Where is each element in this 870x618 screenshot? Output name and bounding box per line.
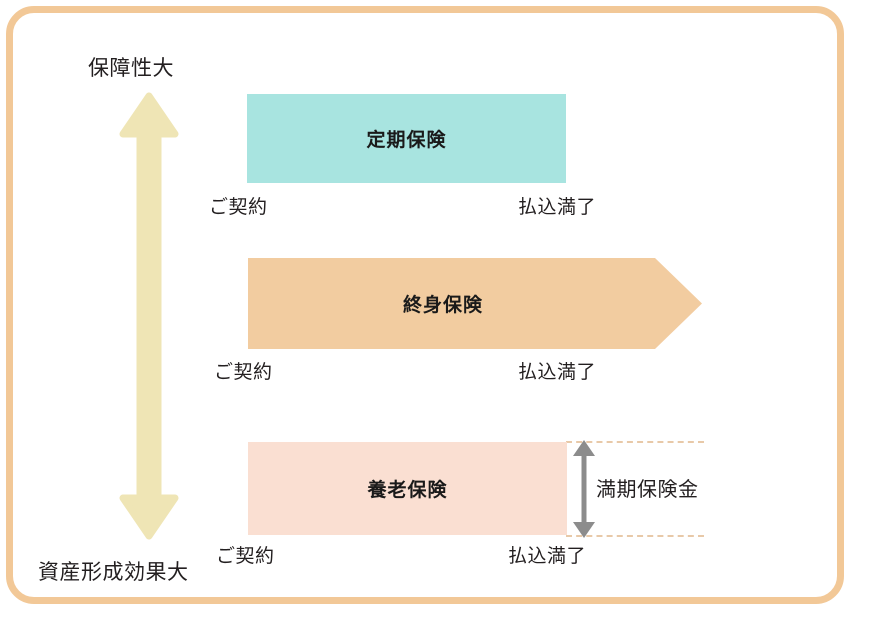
axis-label-bottom: 資産形成効果大 (38, 561, 189, 584)
vertical-axis-arrow (118, 90, 180, 542)
guide-line-top (566, 441, 704, 443)
maturity-benefit-arrow (566, 436, 602, 542)
bar-whole-life-insurance: 終身保険 (248, 258, 702, 349)
bar-label-whole-life: 終身保険 (402, 295, 483, 316)
maturity-benefit-label: 満期保険金 (596, 479, 699, 501)
bar-label-endowment: 養老保険 (367, 480, 448, 501)
bar-term-insurance: 定期保険 (247, 94, 566, 183)
caption-endowment-end: 払込満了 (508, 546, 587, 567)
caption-whole-life-start: ご契約 (214, 362, 273, 383)
bar-endowment-insurance: 養老保険 (248, 442, 567, 535)
caption-term-start: ご契約 (209, 197, 268, 218)
bar-label-term: 定期保険 (366, 130, 447, 151)
guide-line-bottom (566, 535, 704, 537)
caption-term-end: 払込満了 (518, 197, 597, 218)
caption-endowment-start: ご契約 (216, 546, 275, 567)
axis-label-top: 保障性大 (88, 57, 174, 80)
caption-whole-life-end: 払込満了 (518, 362, 597, 383)
